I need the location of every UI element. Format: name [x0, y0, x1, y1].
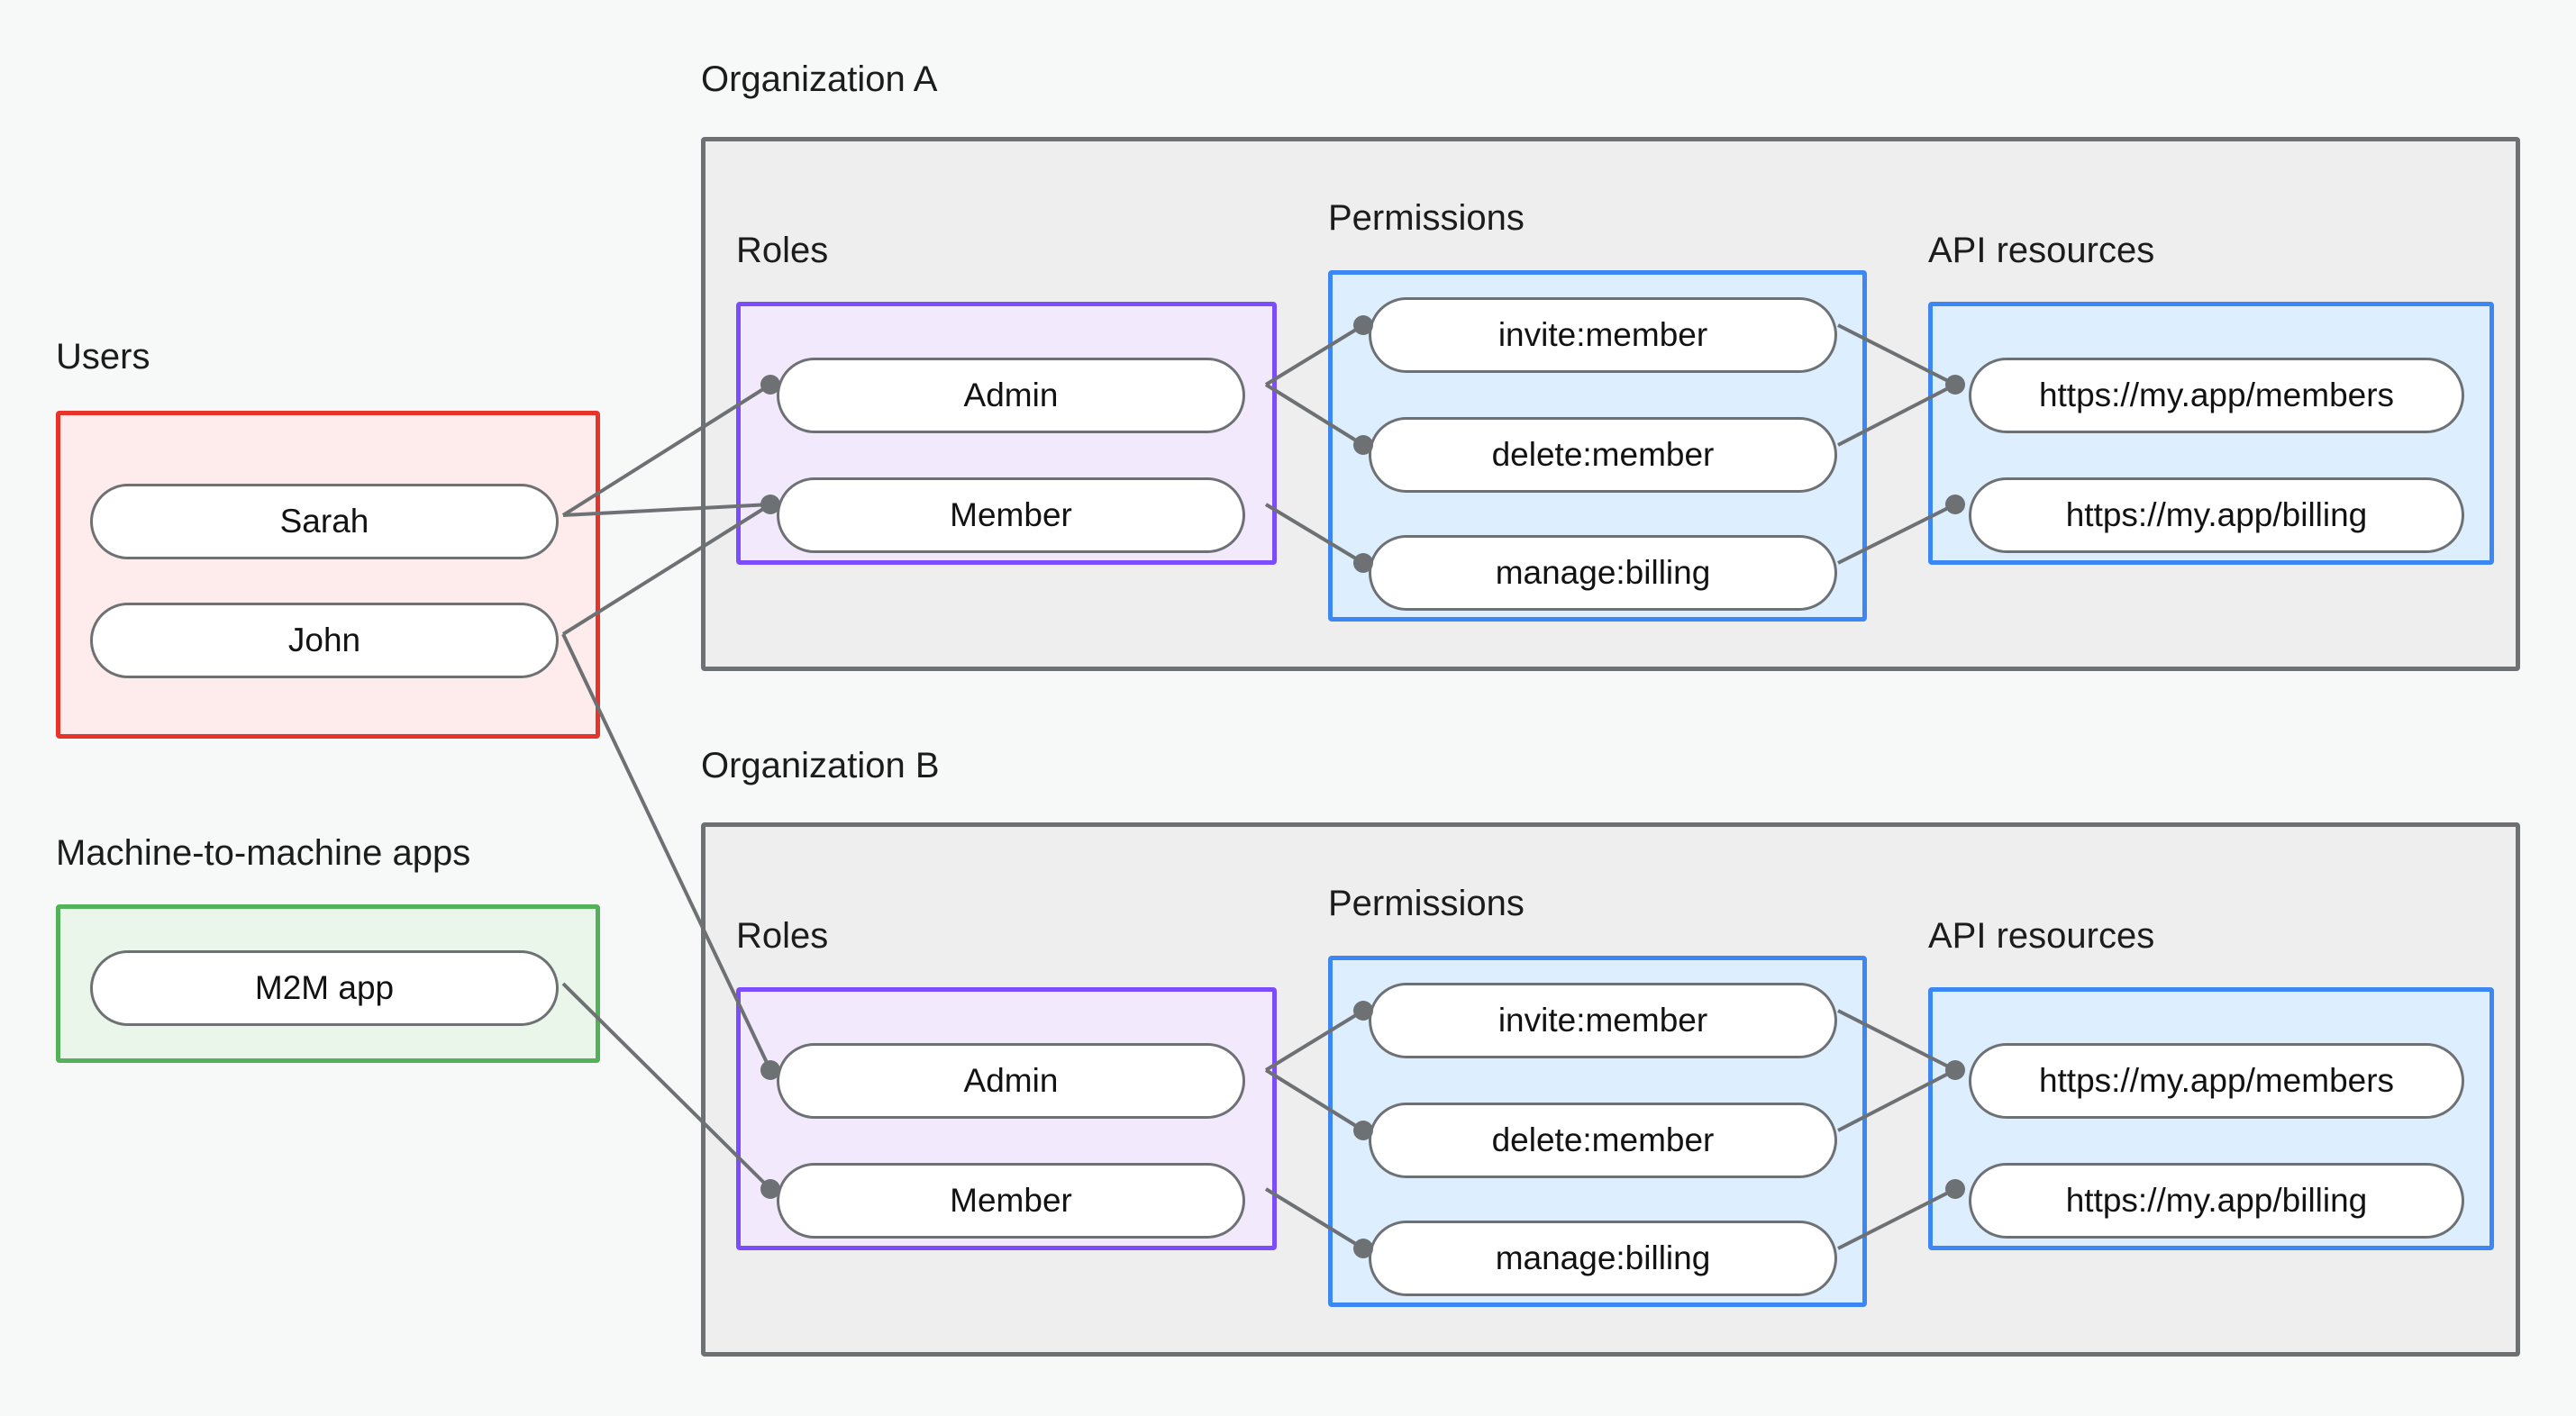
- m2m-group-label: Machine-to-machine apps: [56, 833, 471, 873]
- org-a-permissions-label: Permissions: [1328, 198, 1525, 238]
- organization-b-container: Roles Admin Member Permissions invite:me…: [701, 822, 2520, 1357]
- org-b-permissions-label: Permissions: [1328, 884, 1525, 923]
- org-a-permission-delete-member[interactable]: delete:member: [1369, 417, 1837, 493]
- org-a-permission-manage-billing[interactable]: manage:billing: [1369, 535, 1837, 611]
- org-a-permission-invite-member[interactable]: invite:member: [1369, 297, 1837, 373]
- org-b-permissions-container: invite:member delete:member manage:billi…: [1328, 956, 1867, 1307]
- org-b-permission-delete-member[interactable]: delete:member: [1369, 1103, 1837, 1178]
- organization-b-label: Organization B: [701, 746, 940, 785]
- org-b-api-resource-members[interactable]: https://my.app/members: [1969, 1043, 2464, 1119]
- org-b-api-resource-billing[interactable]: https://my.app/billing: [1969, 1163, 2464, 1239]
- org-a-roles-label: Roles: [736, 231, 829, 270]
- users-container: Sarah John: [56, 411, 600, 739]
- organization-a-container: Roles Admin Member Permissions invite:me…: [701, 137, 2520, 671]
- org-b-roles-label: Roles: [736, 916, 829, 956]
- organization-a-label: Organization A: [701, 59, 938, 99]
- m2m-container: M2M app: [56, 904, 600, 1063]
- org-b-role-admin[interactable]: Admin: [777, 1043, 1245, 1119]
- org-a-role-admin[interactable]: Admin: [777, 358, 1245, 433]
- org-a-roles-container: Admin Member: [736, 302, 1277, 565]
- org-b-roles-container: Admin Member: [736, 987, 1277, 1250]
- org-b-role-member[interactable]: Member: [777, 1163, 1245, 1239]
- m2m-node-m2m-app[interactable]: M2M app: [90, 950, 559, 1026]
- user-node-sarah[interactable]: Sarah: [90, 484, 559, 559]
- org-a-role-member[interactable]: Member: [777, 477, 1245, 553]
- org-a-api-resource-billing[interactable]: https://my.app/billing: [1969, 477, 2464, 553]
- org-a-api-resources-label: API resources: [1928, 231, 2155, 270]
- org-a-permissions-container: invite:member delete:member manage:billi…: [1328, 270, 1867, 622]
- user-node-john[interactable]: John: [90, 603, 559, 678]
- org-a-api-resources-container: https://my.app/members https://my.app/bi…: [1928, 302, 2494, 565]
- users-group-label: Users: [56, 337, 150, 377]
- org-a-api-resource-members[interactable]: https://my.app/members: [1969, 358, 2464, 433]
- org-b-api-resources-label: API resources: [1928, 916, 2155, 956]
- org-b-permission-manage-billing[interactable]: manage:billing: [1369, 1221, 1837, 1296]
- org-b-permission-invite-member[interactable]: invite:member: [1369, 983, 1837, 1058]
- org-b-api-resources-container: https://my.app/members https://my.app/bi…: [1928, 987, 2494, 1250]
